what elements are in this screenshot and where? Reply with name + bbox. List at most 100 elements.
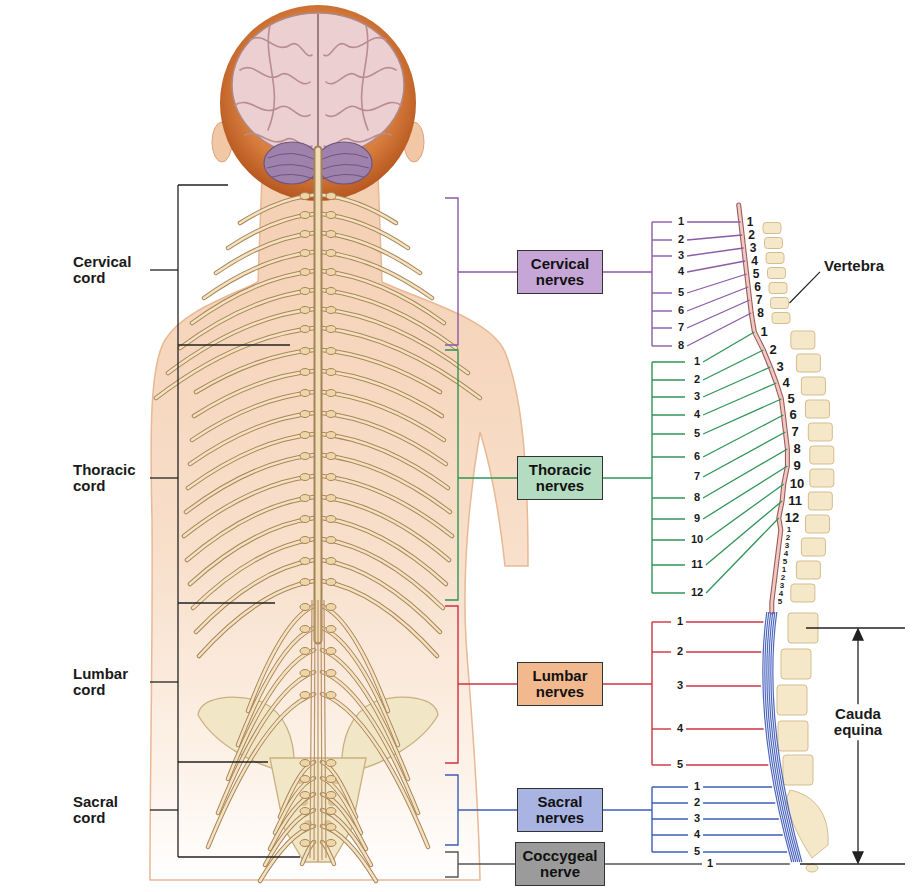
nerve-outline — [187, 497, 314, 560]
nerve-group-box: Coccygeal nerve — [515, 842, 605, 886]
callout-number: 5 — [694, 846, 700, 858]
ganglion — [326, 604, 336, 611]
nerve-root-line — [687, 248, 744, 256]
brain — [232, 13, 404, 157]
vertebra-body — [810, 469, 834, 487]
vertebra-body — [766, 253, 784, 264]
ganglion — [326, 760, 336, 767]
ganglion — [300, 537, 310, 544]
ganglion — [326, 558, 336, 565]
bracket-line — [177, 185, 178, 857]
brain-midline — [317, 14, 319, 156]
ganglion — [326, 626, 336, 633]
callout-number: 3 — [677, 680, 683, 692]
nerve-root-line — [703, 818, 779, 819]
cauda-strand — [317, 600, 318, 862]
bracket-tick — [652, 564, 685, 565]
box-label: Thoracic nerves — [529, 462, 592, 494]
vertebra-body — [768, 268, 786, 279]
bracket-tick — [178, 184, 228, 185]
folium — [272, 174, 314, 179]
body-cauda-equina — [310, 600, 326, 862]
ganglion — [300, 250, 310, 257]
spinal-cord-outline — [314, 150, 323, 640]
callout-number: 1 — [707, 858, 713, 870]
bracket-tick — [652, 433, 685, 434]
bracket-tick — [652, 239, 672, 240]
cauda-strand — [321, 600, 322, 860]
vertebra-body — [808, 492, 832, 510]
ganglion — [326, 808, 336, 815]
ganglion — [300, 411, 310, 418]
bracket-tick — [652, 292, 672, 293]
nerve-root-line — [703, 834, 783, 835]
bracket-line — [651, 622, 652, 765]
ganglion — [326, 840, 336, 847]
ganglion — [300, 369, 310, 376]
nerve-root-line — [686, 685, 761, 686]
callout-number: 2 — [781, 574, 785, 582]
callout-number: 1 — [747, 216, 754, 229]
spinal-nerve — [322, 309, 468, 373]
cauda-strand — [310, 600, 312, 858]
callout-number: 2 — [769, 343, 776, 357]
body-silhouette — [150, 175, 528, 880]
vertebra-body — [765, 238, 783, 249]
gyrus — [362, 25, 368, 130]
callout-number: 7 — [694, 471, 700, 483]
ganglion — [326, 516, 336, 523]
callout-number: 3 — [678, 250, 684, 262]
callout-number: 5 — [694, 428, 700, 440]
ganglion — [300, 579, 310, 586]
spinal-nerve — [186, 455, 314, 512]
vertebra-body — [783, 755, 813, 785]
ganglion — [300, 840, 310, 847]
nerve-outline — [322, 826, 376, 881]
cervical-bracket — [445, 198, 672, 346]
callout-number: 5 — [678, 287, 684, 299]
ganglion — [300, 269, 310, 276]
vertebra-body — [805, 400, 829, 418]
nerve-outline — [322, 539, 443, 608]
nerve-outline — [322, 518, 446, 584]
bracket-tick — [652, 310, 672, 311]
cauda-strand — [314, 600, 315, 860]
nerve-outline — [193, 539, 314, 608]
callout-number: 3 — [785, 542, 789, 550]
nerve-root-line — [706, 501, 782, 565]
nerve-root-line — [716, 863, 790, 864]
callout-number: 4 — [782, 376, 789, 390]
nerve-outline — [190, 518, 314, 584]
vertebra-body — [810, 446, 834, 464]
spinal-nerve — [322, 694, 428, 847]
callout-number: 5 — [778, 598, 782, 606]
bracket-tick — [652, 818, 688, 819]
box-label: Lumbar nerves — [532, 668, 587, 700]
callout-number: 2 — [694, 797, 700, 809]
vertebra-body — [796, 561, 820, 579]
bracket-tick — [652, 396, 685, 397]
box-label: Sacral nerves — [536, 794, 584, 826]
nerve-outline — [180, 290, 314, 348]
callout-number: 5 — [787, 392, 794, 406]
ganglion — [300, 231, 310, 238]
ganglion — [326, 369, 336, 376]
callout-number: 2 — [786, 534, 790, 542]
ganglion — [300, 776, 310, 783]
region-label: Sacral cord — [73, 794, 118, 826]
ganglion — [326, 670, 336, 677]
spinal-cord — [316, 150, 321, 640]
nerve-outline — [186, 455, 314, 512]
ganglion — [326, 348, 336, 355]
callout-number: 5 — [783, 558, 787, 566]
cord-region-bracket — [150, 185, 300, 857]
arrowhead — [853, 629, 863, 640]
part-label: Cauda equina — [831, 704, 885, 740]
folium — [267, 164, 316, 170]
vertebra-body — [801, 377, 825, 395]
bracket-tick — [652, 834, 688, 835]
callout-number: 1 — [787, 526, 791, 534]
bracket-line — [445, 198, 458, 345]
spinal-nerve — [322, 539, 443, 608]
